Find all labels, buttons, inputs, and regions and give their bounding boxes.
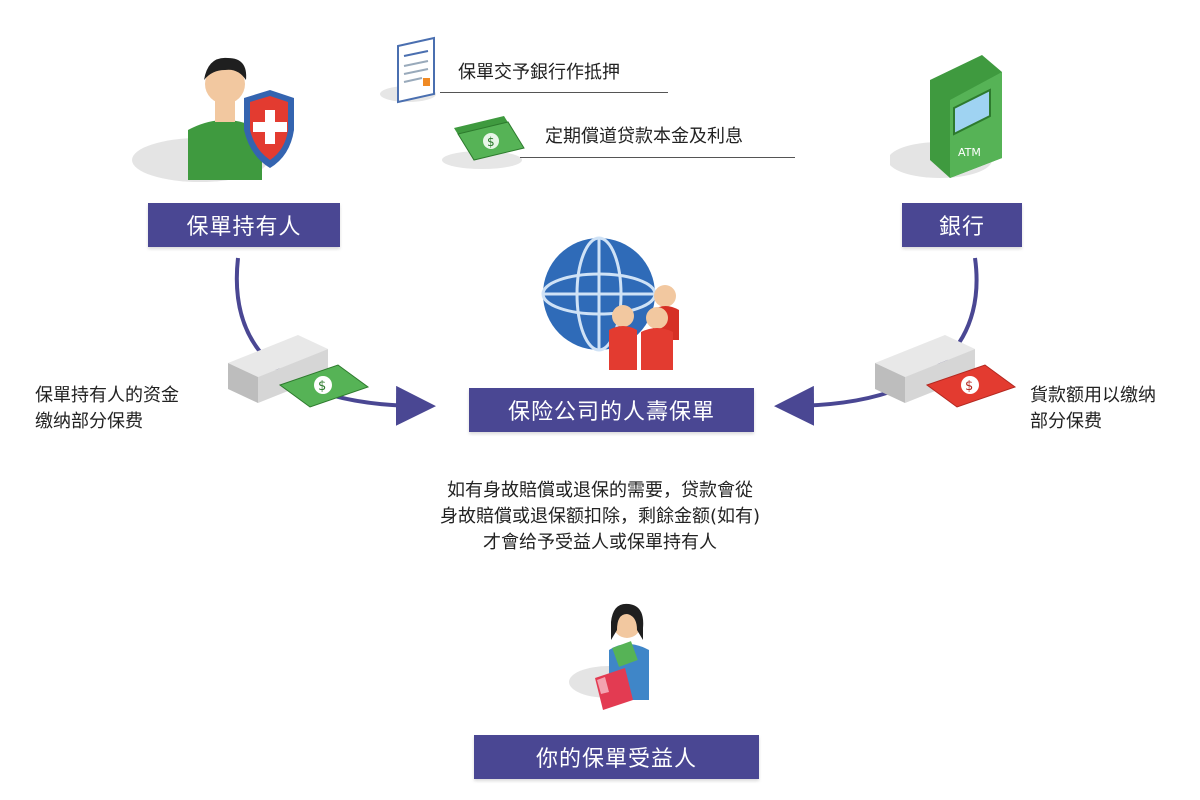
node-bank: 銀行 — [902, 203, 1022, 247]
atm-icon: ATM — [888, 50, 1010, 185]
svg-text:$: $ — [487, 135, 495, 149]
svg-text:$: $ — [318, 379, 326, 394]
globe-people-icon — [535, 230, 695, 375]
cash-icon: $ — [440, 108, 530, 172]
holder-payment-icon: $ — [228, 325, 378, 415]
claim-line-3: 才會给予受益人或保單持有人 — [483, 532, 717, 553]
loan-funds-line-2: 部分保费 — [1030, 411, 1102, 432]
claim-explanation: 如有身故賠償或退保的需要，贷款會從 身故賠償或退保额扣除，剩餘金额(如有) 才會… — [380, 478, 820, 556]
loan-funds-line-1: 貨款额用以缴纳 — [1030, 385, 1156, 406]
mortgage-note: 保單交予銀行作抵押 — [458, 62, 620, 83]
policy-holder-icon — [130, 50, 300, 185]
claim-line-2: 身故賠償或退保额扣除，剩餘金额(如有) — [439, 506, 761, 527]
node-policy-holder: 保單持有人 — [148, 203, 340, 247]
svg-text:$: $ — [965, 379, 973, 394]
atm-label: ATM — [958, 146, 981, 159]
mortgage-underline — [440, 92, 668, 93]
node-beneficiary: 你的保單受益人 — [474, 735, 759, 779]
claim-line-1: 如有身故賠償或退保的需要，贷款會從 — [447, 480, 753, 501]
beneficiary-icon — [565, 600, 675, 715]
repay-underline — [520, 157, 795, 158]
holder-funds-note: 保單持有人的资金 缴纳部分保费 — [35, 383, 179, 435]
node-insurer: 保险公司的人壽保單 — [469, 388, 754, 432]
loan-payment-icon: $ — [875, 325, 1025, 415]
repay-note: 定期償道贷款本金及利息 — [545, 126, 743, 147]
loan-funds-note: 貨款额用以缴纳 部分保费 — [1030, 383, 1156, 435]
document-icon — [378, 36, 448, 106]
holder-funds-line-2: 缴纳部分保费 — [35, 411, 143, 432]
holder-funds-line-1: 保單持有人的资金 — [35, 385, 179, 406]
